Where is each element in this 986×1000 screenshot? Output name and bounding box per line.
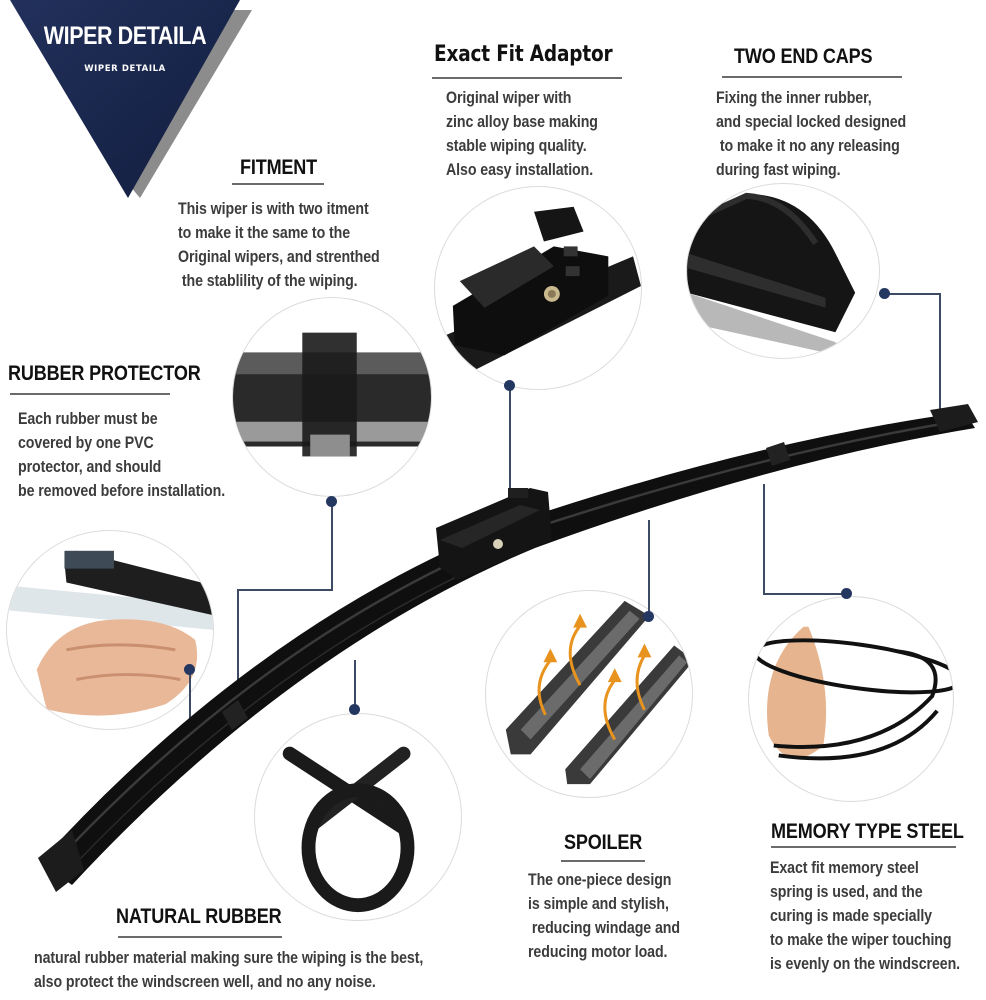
clip-leader-line-v1 bbox=[331, 504, 333, 590]
end-caps-heading: TWO END CAPS bbox=[734, 45, 873, 68]
rubber-callout-dot bbox=[349, 704, 360, 715]
memory-steel-description: Exact fit memory steel spring is used, a… bbox=[770, 859, 961, 973]
rubber-protector-description: Each rubber must be covered by one PVC p… bbox=[18, 410, 226, 500]
spoiler-leader-line bbox=[648, 520, 650, 616]
fitment-description: This wiper is with two itment to make it… bbox=[178, 200, 380, 290]
spoiler-divider bbox=[561, 860, 645, 862]
memory-steel-heading: MEMORY TYPE STEEL bbox=[771, 820, 964, 843]
natural-rubber-divider bbox=[118, 936, 282, 938]
rubber-protector-divider bbox=[10, 393, 170, 395]
natural-rubber-description: natural rubber material making sure the … bbox=[34, 949, 424, 991]
end-cap-callout-dot bbox=[879, 288, 890, 299]
steel-callout-dot bbox=[841, 588, 852, 599]
rubber-protector-hand-image bbox=[6, 530, 214, 730]
spoiler-heading: SPOILER bbox=[564, 831, 643, 854]
natural-rubber-heading: NATURAL RUBBER bbox=[116, 905, 282, 928]
spoiler-closeup-image bbox=[485, 590, 693, 798]
fitment-divider bbox=[232, 183, 324, 185]
end-cap-leader-line-h bbox=[884, 293, 940, 295]
brand-banner: WIPER DETAILA WIPER DETAILA bbox=[0, 0, 260, 200]
end-cap-leader-line-v bbox=[939, 293, 941, 411]
adaptor-callout-dot bbox=[504, 380, 515, 391]
spoiler-description: The one-piece design is simple and styli… bbox=[528, 871, 680, 961]
end-cap-closeup-image bbox=[686, 183, 880, 359]
banner-triangle-shape bbox=[10, 0, 252, 198]
rubber-leader-line bbox=[354, 660, 356, 710]
clip-leader-line-h bbox=[237, 589, 333, 591]
clip-closeup-image bbox=[232, 297, 432, 497]
end-caps-description: Fixing the inner rubber, and special loc… bbox=[716, 89, 907, 179]
adaptor-divider bbox=[432, 77, 622, 79]
adaptor-closeup-image bbox=[434, 186, 642, 390]
adaptor-description: Original wiper with zinc alloy base maki… bbox=[446, 89, 598, 179]
clip-callout-dot bbox=[326, 496, 337, 507]
adaptor-heading: Exact Fit Adaptor bbox=[434, 42, 613, 67]
banner-title: WIPER DETAILA bbox=[43, 22, 207, 50]
end-caps-divider bbox=[722, 76, 902, 78]
memory-steel-divider bbox=[771, 846, 956, 848]
clip-leader-line-v2 bbox=[237, 589, 239, 699]
protector-callout-dot bbox=[184, 664, 195, 675]
natural-rubber-image bbox=[254, 713, 462, 921]
rubber-protector-heading: RUBBER PROTECTOR bbox=[8, 362, 201, 385]
adaptor-leader-line bbox=[509, 386, 511, 498]
protector-leader-line bbox=[189, 670, 191, 740]
banner-subtitle: WIPER DETAILA bbox=[84, 64, 166, 74]
steel-leader-line-h bbox=[763, 593, 847, 595]
spoiler-callout-dot bbox=[643, 611, 654, 622]
fitment-heading: FITMENT bbox=[240, 156, 318, 179]
memory-steel-image bbox=[748, 596, 954, 802]
steel-leader-line-v bbox=[763, 484, 765, 594]
